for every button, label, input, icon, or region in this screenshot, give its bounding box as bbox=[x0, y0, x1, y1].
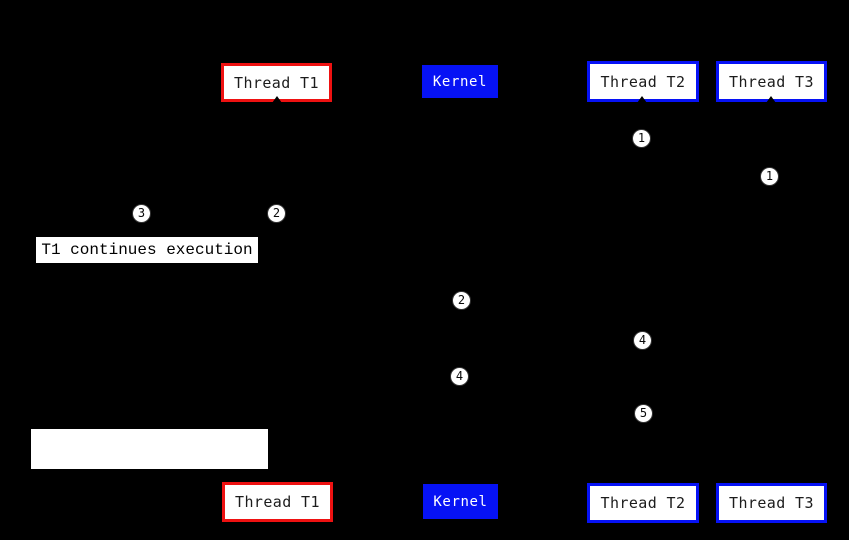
step-badge-1-thread-t2: 1 bbox=[632, 129, 651, 148]
step-badge-4-thread-t2: 4 bbox=[633, 331, 652, 350]
step-badge-5-thread-t2: 5 bbox=[634, 404, 653, 423]
step-badge-2-kernel: 2 bbox=[452, 291, 471, 310]
thread-t3-box-top: Thread T3 bbox=[716, 61, 827, 102]
thread-t1-box-top: Thread T1 bbox=[221, 63, 332, 102]
arrowhead-remnant-icon bbox=[272, 475, 282, 482]
step-badge-2-thread-t1: 2 bbox=[267, 204, 286, 223]
t1-continues-execution-label: T1 continues execution bbox=[36, 237, 258, 263]
thread-t3-box-bottom: Thread T3 bbox=[716, 483, 827, 523]
arrowhead-remnant-icon bbox=[637, 96, 647, 103]
kernel-box-bottom: Kernel bbox=[423, 484, 498, 519]
arrowhead-remnant-icon bbox=[613, 475, 633, 483]
arrowhead-remnant-icon bbox=[272, 96, 282, 103]
thread-t1-box-bottom: Thread T1 bbox=[222, 482, 333, 522]
arrowhead-remnant-icon bbox=[765, 474, 781, 483]
step-badge-1-thread-t3: 1 bbox=[760, 167, 779, 186]
step-badge-4-kernel: 4 bbox=[450, 367, 469, 386]
blank-label-box bbox=[31, 429, 268, 469]
kernel-box-top: Kernel bbox=[422, 65, 498, 98]
thread-t2-box-bottom: Thread T2 bbox=[587, 483, 699, 523]
arrowhead-remnant-icon bbox=[766, 96, 776, 103]
step-badge-3-thread-t1: 3 bbox=[132, 204, 151, 223]
